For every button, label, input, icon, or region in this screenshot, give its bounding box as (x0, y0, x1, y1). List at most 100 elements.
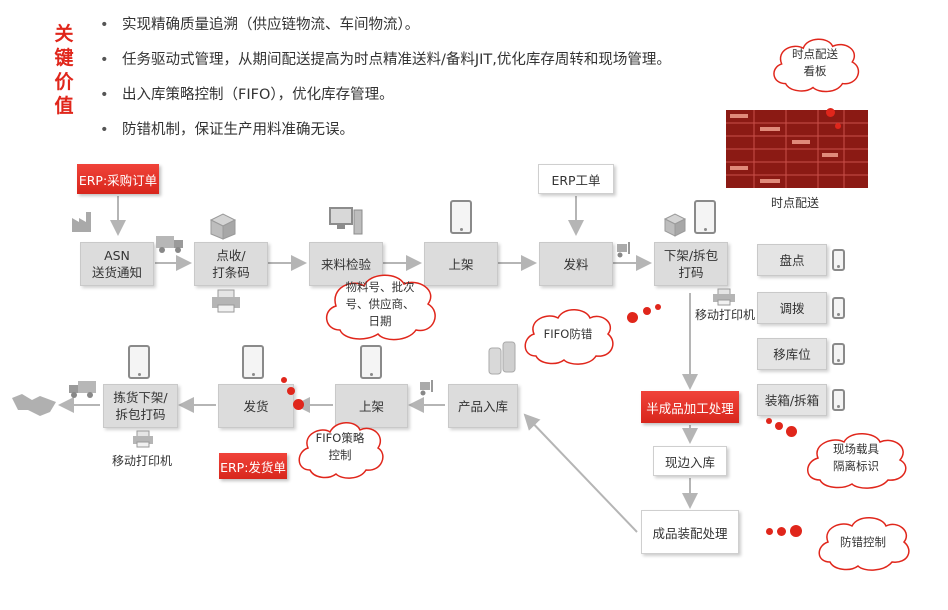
assembly-node: 成品装配处理 (641, 510, 739, 554)
node-label: 发料 (563, 256, 589, 272)
box-icon (663, 213, 687, 237)
bullet-item: 出入库策略控制（FIFO），优化库存管理。 (100, 78, 671, 113)
fifo-error-cloud: FIFO防错 (518, 302, 618, 366)
forklift-icon (617, 242, 630, 258)
key-value-char: 键 (54, 47, 74, 69)
board-cloud: 时点配送看板 (766, 30, 864, 96)
dashboard-screen (726, 110, 868, 188)
mobile-printer-label: 移动打印机 (111, 454, 172, 468)
node-label: 发货 (243, 398, 269, 414)
side-op-boxing: 装箱/拆箱 (757, 384, 827, 416)
node-label: 送货通知 (91, 265, 142, 280)
material-info-cloud: 物料号、批次号、供应商、日期 (318, 266, 442, 342)
receive-node: 点收/打条码 (194, 242, 268, 286)
key-value-char: 价 (54, 71, 74, 93)
node-label: 产品入库 (457, 398, 508, 414)
side-op-inventory: 盘点 (757, 244, 827, 276)
truck-icon (69, 381, 96, 398)
cloud-text: 隔离标识 (833, 459, 879, 473)
tablet-icon (360, 345, 382, 379)
callout-dot (293, 399, 304, 410)
node-label: 装箱/拆箱 (764, 392, 820, 408)
fifo-policy-cloud: FIFO策略控制 (292, 414, 388, 480)
node-label: ASN (104, 248, 130, 263)
side-op-relocate: 移库位 (757, 338, 827, 370)
error-proof-cloud: 防错控制 (812, 512, 914, 572)
key-value-char: 值 (54, 95, 74, 117)
tablet-icon (832, 297, 845, 319)
box-icon (209, 213, 237, 240)
printer-icon (713, 288, 735, 306)
node-label: 拆包打码 (115, 407, 166, 422)
node-label: 打码 (678, 265, 704, 280)
callout-dot (287, 387, 295, 395)
node-label: 点收/ (216, 248, 246, 263)
key-value-list: 实现精确质量追溯（供应链物流、车间物流）。 任务驱动式管理，从期间配送提高为时点… (100, 8, 671, 148)
callout-dot (281, 377, 287, 383)
semi-product-node: 半成品加工处理 (641, 391, 739, 423)
callout-dot (766, 528, 773, 535)
mobile-printer-label: 移动打印机 (694, 308, 755, 322)
cloud-text: FIFO策略 (315, 431, 365, 445)
tablet-icon (450, 200, 472, 234)
callout-dot (777, 527, 786, 536)
erp-shipping-badge: ERP:发货单 (219, 453, 287, 479)
truck-icon (156, 236, 183, 253)
tablet-icon (832, 389, 845, 411)
tablet-icon (694, 200, 716, 234)
bullet-item: 任务驱动式管理，从期间配送提高为时点精准送料/备料JIT,优化库存周转和现场管理… (100, 43, 671, 78)
node-label: 下架/拆包 (663, 248, 719, 263)
cloud-text: 防错控制 (840, 534, 886, 549)
line-side-storage-node: 现边入库 (653, 446, 727, 476)
handshake-icon (12, 394, 56, 416)
callout-dot (835, 123, 841, 129)
cloud-text: 现场载具 (833, 442, 879, 456)
callout-dot (775, 422, 783, 430)
dispatch-node: 发料 (539, 242, 613, 286)
node-label: 调拨 (779, 300, 805, 316)
key-value-title: 关 键 价 值 (50, 22, 78, 118)
callout-dot (655, 304, 661, 310)
callout-dot (627, 312, 638, 323)
cloud-text: 时点配送 (792, 47, 838, 61)
node-label: 上架 (358, 398, 384, 414)
barrel-icon (488, 341, 516, 375)
board-caption: 时点配送 (770, 196, 819, 210)
bullet-item: 防错机制，保证生产用料准确无误。 (100, 113, 671, 148)
node-label: 移库位 (773, 346, 811, 362)
picking-node: 拣货下架/拆包打码 (103, 384, 178, 428)
putaway-bottom-node: 上架 (335, 384, 408, 428)
cloud-text: 物料号、批次 (345, 279, 415, 294)
erp-workorder-node: ERP工单 (538, 164, 614, 194)
node-label: 打条码 (212, 265, 250, 280)
erp-purchase-order-badge: ERP:采购订单 (77, 164, 159, 194)
shipping-node: 发货 (218, 384, 294, 428)
computer-icon (329, 207, 363, 235)
tablet-icon (832, 343, 845, 365)
putaway-node: 上架 (424, 242, 498, 286)
tablet-icon (832, 249, 845, 271)
forklift-icon (420, 380, 433, 396)
unpack-node: 下架/拆包打码 (654, 242, 728, 286)
key-value-char: 关 (54, 23, 74, 45)
cloud-text: 日期 (368, 313, 392, 328)
node-label: 拣货下架/ (113, 390, 168, 405)
product-storage-node: 产品入库 (448, 384, 518, 428)
cloud-text: 控制 (328, 448, 352, 462)
callout-dot (826, 108, 835, 117)
callout-dot (786, 426, 797, 437)
cloud-text: 看板 (803, 64, 827, 78)
callout-dot (790, 525, 802, 537)
node-label: 盘点 (779, 252, 805, 268)
site-carrier-cloud: 现场载具隔离标识 (800, 426, 912, 490)
cloud-text: 号、供应商、 (345, 296, 415, 311)
printer-icon (133, 430, 153, 448)
bullet-item: 实现精确质量追溯（供应链物流、车间物流）。 (100, 8, 671, 43)
node-label: 来料检验 (320, 256, 371, 272)
callout-dot (766, 418, 772, 424)
tablet-icon (242, 345, 264, 379)
factory-icon (72, 212, 91, 232)
cloud-text: FIFO防错 (543, 326, 593, 341)
printer-icon (212, 289, 240, 313)
callout-dot (643, 307, 651, 315)
